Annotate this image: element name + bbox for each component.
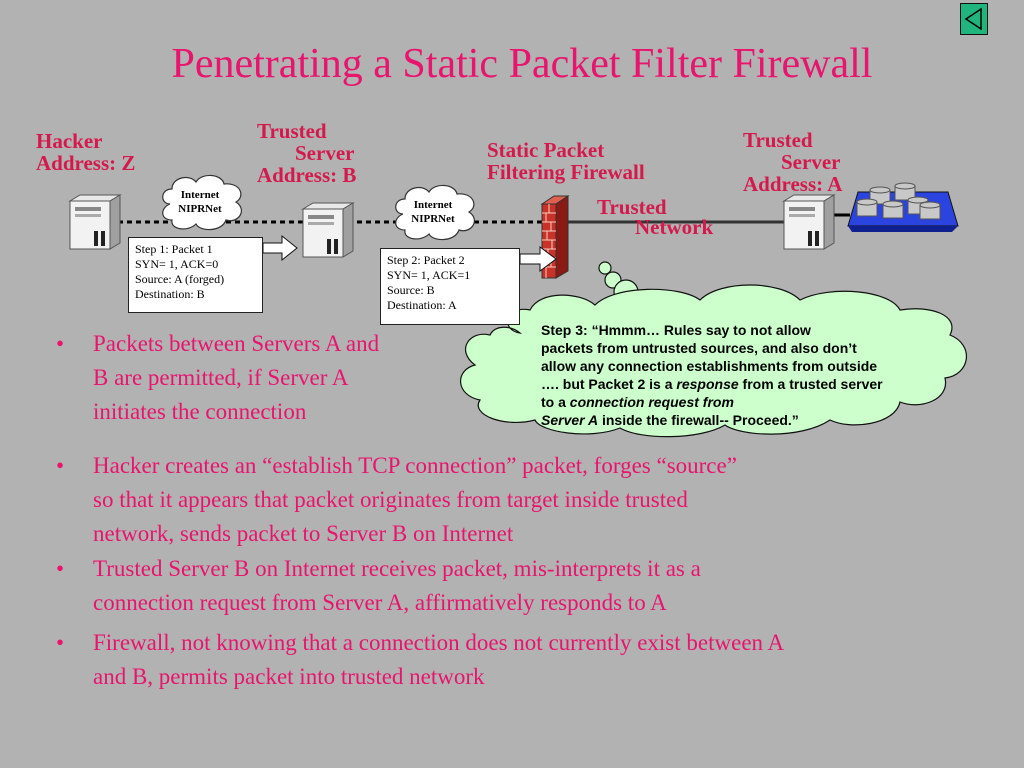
arrow-icon [519,246,557,272]
thought-line: Step 3: “Hmmm… Rules say to not allow [541,322,811,338]
packet-line: Step 1: Packet 1 [135,242,213,256]
server-a-label-line: Server [781,150,841,174]
network-diagram [68,174,967,438]
cloud-label-line: Internet [413,199,453,211]
server-b-label-line: Server [295,141,355,165]
packet-line: Destination: B [135,287,205,301]
cloud-label-line: Internet [180,189,220,201]
bullet-item: • Trusted Server B on Internet receives … [56,552,956,620]
bullet-line: network, sends packet to Server B on Int… [93,521,514,546]
arrow-icon [262,234,298,262]
bullet-line: Firewall, not knowing that a connection … [93,630,785,655]
thought-bubble-icon [460,261,967,438]
bullet-icon: • [56,453,65,478]
bullet-text: Firewall, not knowing that a connection … [93,626,993,694]
trusted-network-label: Trusted Network [597,196,713,238]
thought-line: to a connection request from [541,393,961,411]
thought-emphasis: connection request from [569,394,734,410]
packet-line: Source: A (forged) [135,272,225,286]
bullet-line: so that it appears that packet originate… [93,487,688,512]
network-label-line: Trusted [597,195,667,219]
thought-emphasis: Server A [541,412,599,428]
bullet-line: initiates the connection [93,399,307,424]
packet-line: Destination: A [387,298,457,312]
cloud-label-line: NIPRNet [411,213,455,225]
server-tower-icon [782,194,836,250]
hacker-label: Hacker Address: Z [36,130,135,174]
packet-1-box: Step 1: Packet 1 SYN= 1, ACK=0 Source: A… [128,237,263,313]
bullet-icon: • [56,556,65,581]
bullet-text: Hacker creates an “establish TCP connect… [93,449,963,551]
thought-line: packets from untrusted sources, and also… [541,340,857,356]
internet-cloud-icon [395,184,475,241]
server-a-label-line: Address: A [743,172,843,196]
thought-emphasis: response [676,376,739,392]
page-title: Penetrating a Static Packet Filter Firew… [171,41,873,87]
thought-text: …. but Packet 2 is a [541,376,677,392]
firewall-label: Static Packet Filtering Firewall [487,139,645,183]
step-3-thought: Step 3: “Hmmm… Rules say to not allow pa… [541,321,961,429]
trusted-server-b-label: Trusted Server Address: B [257,120,356,186]
bullet-line: Trusted Server B on Internet receives pa… [93,556,701,581]
packet-line: SYN= 1, ACK=0 [135,257,219,271]
bullet-text: Packets between Servers A and B are perm… [93,327,473,429]
bullet-icon: • [56,630,65,655]
back-triangle-icon [964,7,982,31]
hacker-label-line: Hacker [36,129,103,153]
thought-text: from a trusted server [738,376,883,392]
bullet-line: connection request from Server A, affirm… [93,590,667,615]
thought-line: Server A inside the firewall-- Proceed.” [541,411,961,429]
packet-line: SYN= 1, ACK=1 [387,268,471,282]
bullet-line: Hacker creates an “establish TCP connect… [93,453,737,478]
server-tower-icon [301,202,355,258]
bullet-line: B are permitted, if Server A [93,365,349,390]
back-nav-button[interactable] [960,3,988,35]
server-tower-icon [68,194,122,250]
packet-line: Source: B [387,283,435,297]
bullet-item: • Firewall, not knowing that a connectio… [56,626,986,694]
cloud-label: Internet NIPRNet [401,198,465,226]
bullet-line: Packets between Servers A and [93,331,380,356]
bullet-icon: • [56,331,65,356]
packet-2-box: Step 2: Packet 2 SYN= 1, ACK=1 Source: B… [380,248,520,325]
thought-text: to a [541,394,570,410]
thought-line: allow any connection establishments from… [541,358,878,374]
network-label-line: Network [635,215,714,239]
thought-line: …. but Packet 2 is a response from a tru… [541,375,961,393]
bullet-text: Trusted Server B on Internet receives pa… [93,552,963,620]
database-cluster-icon [847,182,959,232]
bullet-item: • Hacker creates an “establish TCP conne… [56,449,956,551]
server-a-label-line: Trusted [743,128,813,152]
thought-text: inside the firewall-- Proceed.” [598,412,799,428]
cloud-label-line: NIPRNet [178,203,222,215]
server-b-label-line: Address: B [257,163,357,187]
packet-line: Step 2: Packet 2 [387,253,465,267]
firewall-label-line: Filtering Firewall [487,160,645,184]
bullet-item: • Packets between Servers A and B are pe… [56,327,456,429]
firewall-label-line: Static Packet [487,138,605,162]
internet-cloud-icon [162,174,242,231]
server-b-label-line: Trusted [257,119,327,143]
hacker-label-line: Address: Z [36,151,136,175]
trusted-server-a-label: Trusted Server Address: A [743,129,842,195]
bullet-line: and B, permits packet into trusted netwo… [93,664,485,689]
cloud-label: Internet NIPRNet [168,188,232,216]
